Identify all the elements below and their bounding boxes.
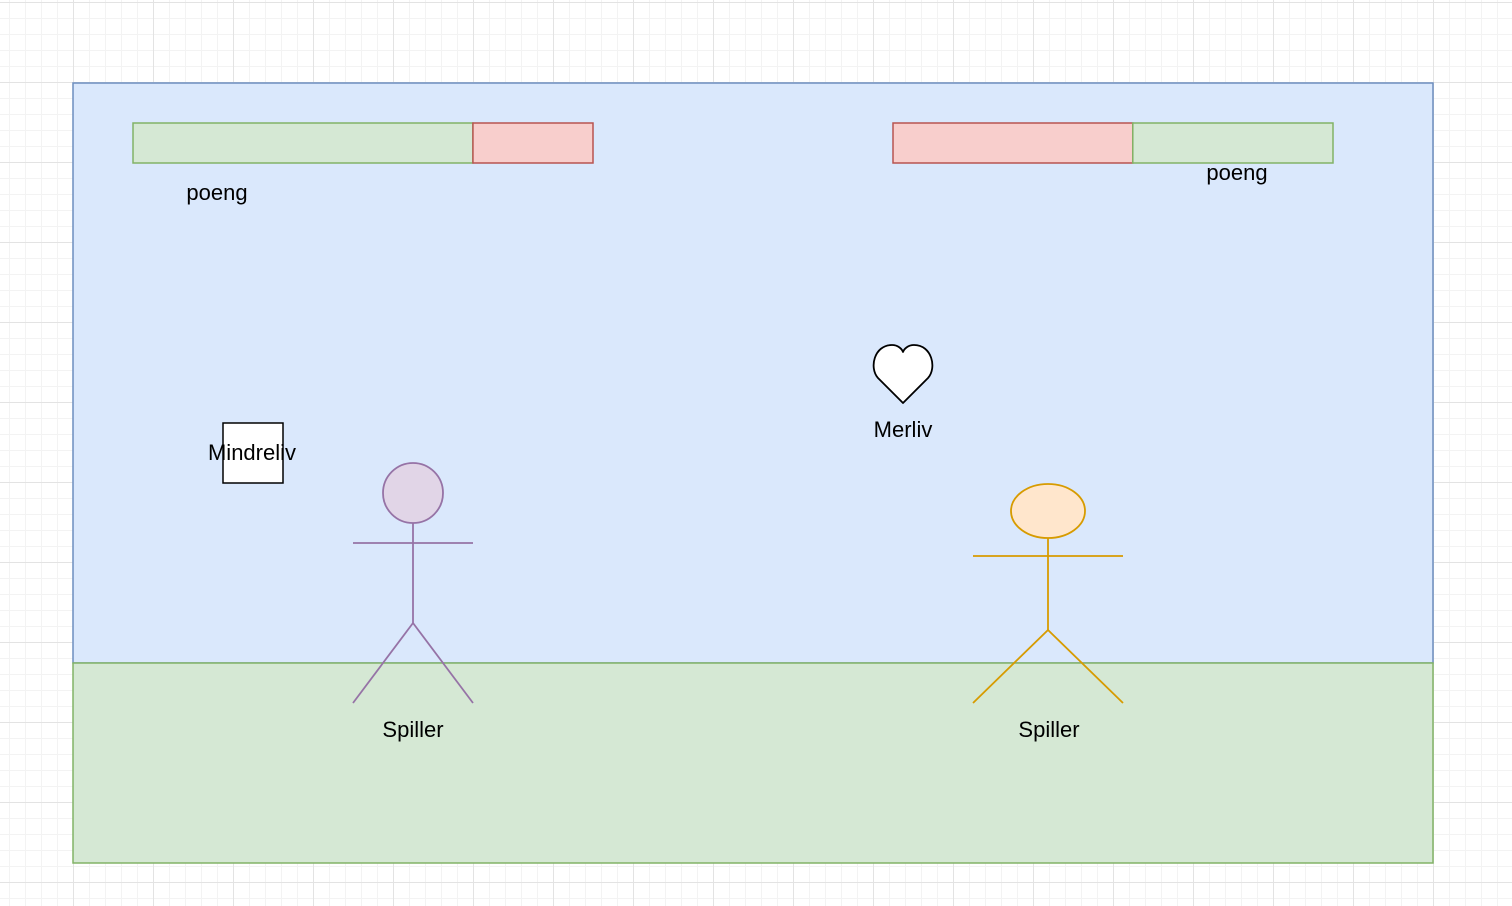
player1-label: Spiller (382, 717, 444, 742)
sky-area[interactable] (72, 82, 1434, 664)
player2-label: Spiller (1018, 717, 1080, 742)
player1-head (382, 462, 444, 524)
right-health-remaining (1132, 122, 1334, 164)
right-health-lost (892, 122, 1134, 164)
left-health-bar[interactable] (132, 122, 594, 164)
player1-right-leg (412, 622, 474, 704)
player1-stick-figure-icon[interactable] (352, 462, 474, 704)
ground-area[interactable] (72, 662, 1434, 864)
more-life-label: Merliv (873, 417, 933, 442)
right-health-bar[interactable] (892, 122, 1334, 164)
player2-stick-figure-icon[interactable] (972, 483, 1124, 704)
player2-right-leg (1047, 629, 1124, 704)
less-life-box[interactable] (222, 422, 284, 484)
left-score-label: poeng (186, 180, 248, 205)
less-life-label: Mindreliv (207, 440, 297, 465)
player2-left-leg (972, 629, 1049, 704)
right-score-label: poeng (1206, 160, 1268, 185)
heart-icon[interactable] (872, 344, 934, 404)
left-health-lost (472, 122, 594, 164)
left-health-remaining (132, 122, 474, 164)
player1-left-leg (352, 622, 414, 704)
player2-head (1010, 483, 1086, 539)
